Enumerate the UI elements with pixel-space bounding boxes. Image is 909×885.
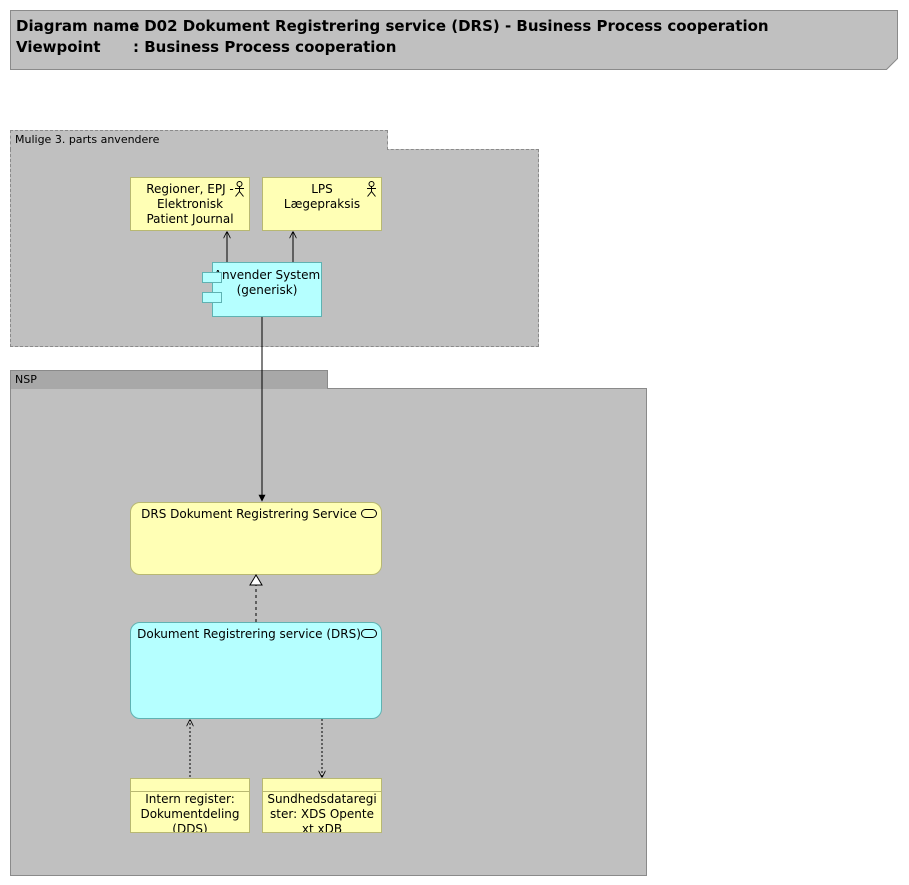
component-icon (202, 292, 222, 303)
group-tab-join (11, 148, 387, 151)
folded-corner-icon (886, 58, 898, 70)
diagram-name-key: Diagram name (16, 17, 140, 35)
service-icon (361, 509, 377, 518)
group-nsp-tab[interactable]: NSP (10, 370, 328, 389)
group-third-party-label: Mulige 3. parts anvendere (15, 133, 160, 146)
data-object-label: Intern register: Dokumentdeling (DDS) (140, 792, 240, 833)
actor-label: LPS Lægepraksis (283, 182, 361, 211)
component-label: Anvender System (generisk) (213, 268, 321, 297)
component-icon (202, 272, 222, 283)
application-component-anvender-system[interactable]: Anvender System (generisk) (212, 262, 322, 317)
data-object-header-bar (131, 779, 249, 792)
group-third-party-tab[interactable]: Mulige 3. parts anvendere (10, 130, 388, 150)
actor-lps[interactable]: LPS Lægepraksis (262, 177, 382, 231)
actor-icon (235, 181, 244, 197)
application-service-label: Dokument Registrering service (DRS) (137, 627, 361, 641)
data-object-label: Sundhedsdataregister: XDS Opentext xDB (267, 792, 377, 833)
actor-regioner-epj[interactable]: Regioner, EPJ - Elektronisk Patient Jour… (130, 177, 250, 231)
group-nsp-label: NSP (15, 373, 37, 386)
service-icon (361, 629, 377, 638)
viewpoint-line: Viewpoint : Business Process cooperation (16, 38, 396, 56)
realization-arrowhead (249, 574, 263, 586)
viewpoint-value: : Business Process cooperation (133, 38, 397, 56)
business-service-label: DRS Dokument Registrering Service (141, 507, 357, 521)
diagram-header: Diagram name: D02 Dokument Registrering … (10, 10, 898, 70)
business-service-drs[interactable]: DRS Dokument Registrering Service (130, 502, 382, 575)
data-object-sundhedsdataregister[interactable]: Sundhedsdataregister: XDS Opentext xDB (262, 778, 382, 833)
actor-icon (367, 181, 376, 197)
application-service-drs[interactable]: Dokument Registrering service (DRS) (130, 622, 382, 719)
diagram-name-line: Diagram name: D02 Dokument Registrering … (16, 17, 769, 35)
data-object-header-bar (263, 779, 381, 792)
actor-label: Regioner, EPJ - Elektronisk Patient Jour… (146, 182, 234, 226)
data-object-intern-register[interactable]: Intern register: Dokumentdeling (DDS) (130, 778, 250, 833)
viewpoint-key: Viewpoint (16, 38, 101, 56)
diagram-name-value: : D02 Dokument Registrering service (DRS… (133, 17, 769, 35)
